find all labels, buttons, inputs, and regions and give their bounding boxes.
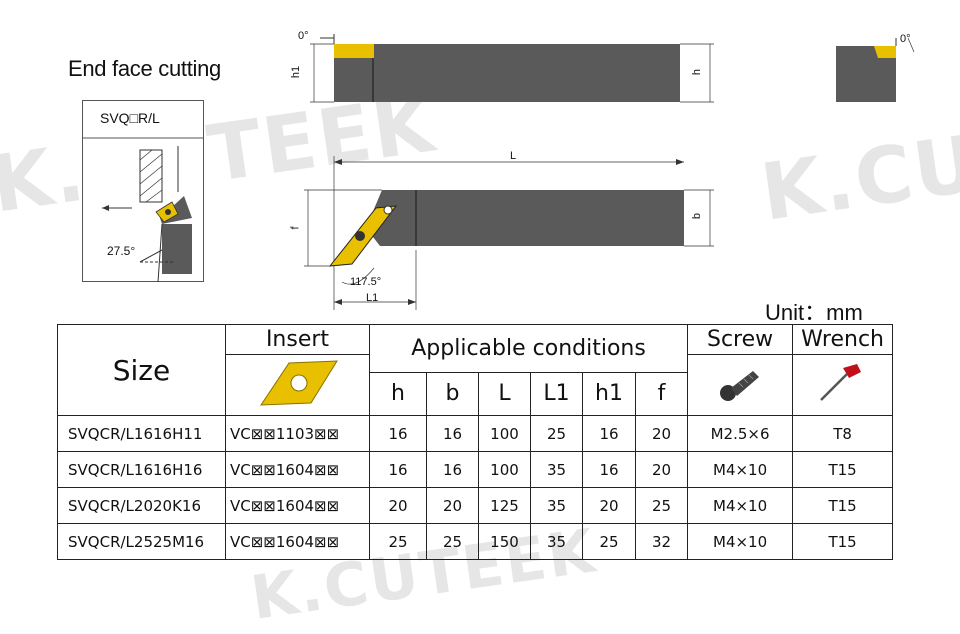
wrench-cell: T15 [792, 451, 894, 488]
insert-image-cell [225, 354, 370, 416]
header-screw: Screw [687, 324, 794, 355]
L1-cell: 35 [530, 487, 583, 524]
f-label: f [289, 226, 302, 230]
wrench-cell: T15 [792, 487, 894, 524]
h1-cell: 25 [582, 523, 636, 560]
wrench-cell: T15 [792, 523, 894, 560]
wrench-icon [819, 364, 861, 401]
side-angle-label: 27.5° [107, 244, 136, 258]
col-L1: L1 [530, 371, 583, 417]
h1-cell: 16 [582, 415, 636, 452]
screw-icon [720, 371, 760, 401]
approach-angle-label: 117.5° [350, 276, 382, 288]
insert-cell: VC⊠⊠1604⊠⊠ [225, 451, 370, 488]
L-cell: 125 [478, 487, 531, 524]
angle-label-top-right: 0° [900, 33, 911, 45]
header-insert: Insert [225, 324, 370, 355]
h-cell: 16 [369, 415, 427, 452]
L1-label: L1 [366, 292, 379, 304]
header-wrench: Wrench [792, 324, 894, 355]
size-cell: SVQCR/L2525M16 [57, 523, 226, 560]
size-cell: SVQCR/L2020K16 [57, 487, 226, 524]
h1-cell: 16 [582, 451, 636, 488]
col-h: h [369, 371, 427, 417]
h1-label: h1 [290, 65, 303, 79]
L-label: L [510, 150, 517, 162]
screw-image-cell [687, 354, 794, 416]
b-cell: 16 [426, 451, 479, 488]
table-row: SVQCR/L1616H11 VC⊠⊠1103⊠⊠ 16 16 100 25 1… [57, 415, 894, 452]
L-cell: 100 [478, 415, 531, 452]
f-cell: 25 [634, 487, 689, 524]
insert-icon [259, 360, 338, 406]
f-cell: 32 [634, 523, 689, 560]
f-cell: 20 [634, 451, 689, 488]
col-f: f [634, 371, 689, 417]
insert-cell: VC⊠⊠1103⊠⊠ [225, 415, 370, 452]
unit-label: Unit：mm [765, 300, 863, 325]
holder-code-label: SVQ□R/L [100, 110, 160, 126]
header-conditions: Applicable conditions [368, 324, 689, 373]
page-title: End face cutting [68, 56, 221, 81]
screw-cell: M2.5×6 [687, 415, 794, 452]
insert-cell: VC⊠⊠1604⊠⊠ [225, 487, 370, 524]
col-h1: h1 [582, 371, 636, 417]
screw-cell: M4×10 [687, 487, 794, 524]
angle-label-top-left: 0° [298, 30, 309, 42]
insert-cell: VC⊠⊠1604⊠⊠ [225, 523, 370, 560]
screw-cell: M4×10 [687, 451, 794, 488]
cutting-schematic [82, 100, 204, 282]
b-cell: 25 [426, 523, 479, 560]
L1-cell: 35 [530, 451, 583, 488]
h-label: h [691, 68, 704, 76]
wrench-image-cell [792, 354, 894, 416]
L1-cell: 25 [530, 415, 583, 452]
table-row: SVQCR/L2525M16 VC⊠⊠1604⊠⊠ 25 25 150 35 2… [57, 523, 894, 560]
holder-end-view [836, 37, 915, 102]
b-label: b [691, 212, 704, 220]
watermark-right: K.CUTEEK [755, 87, 960, 239]
h-cell: 20 [369, 487, 427, 524]
screw-cell: M4×10 [687, 523, 794, 560]
header-size: Size [57, 324, 226, 416]
h-cell: 16 [369, 451, 427, 488]
h1-cell: 20 [582, 487, 636, 524]
L-cell: 150 [478, 523, 531, 560]
spec-table: Size Insert Applicable conditions Screw … [57, 324, 894, 560]
L1-cell: 35 [530, 523, 583, 560]
holder-side-view [310, 34, 714, 103]
size-cell: SVQCR/L1616H16 [57, 451, 226, 488]
wrench-cell: T8 [792, 415, 894, 452]
holder-top-view [304, 156, 714, 310]
h-cell: 25 [369, 523, 427, 560]
col-L: L [478, 371, 531, 417]
table-row: SVQCR/L1616H16 VC⊠⊠1604⊠⊠ 16 16 100 35 1… [57, 451, 894, 488]
b-cell: 20 [426, 487, 479, 524]
L-cell: 100 [478, 451, 531, 488]
b-cell: 16 [426, 415, 479, 452]
col-b: b [426, 371, 479, 417]
size-cell: SVQCR/L1616H11 [57, 415, 226, 452]
table-row: SVQCR/L2020K16 VC⊠⊠1604⊠⊠ 20 20 125 35 2… [57, 487, 894, 524]
f-cell: 20 [634, 415, 689, 452]
